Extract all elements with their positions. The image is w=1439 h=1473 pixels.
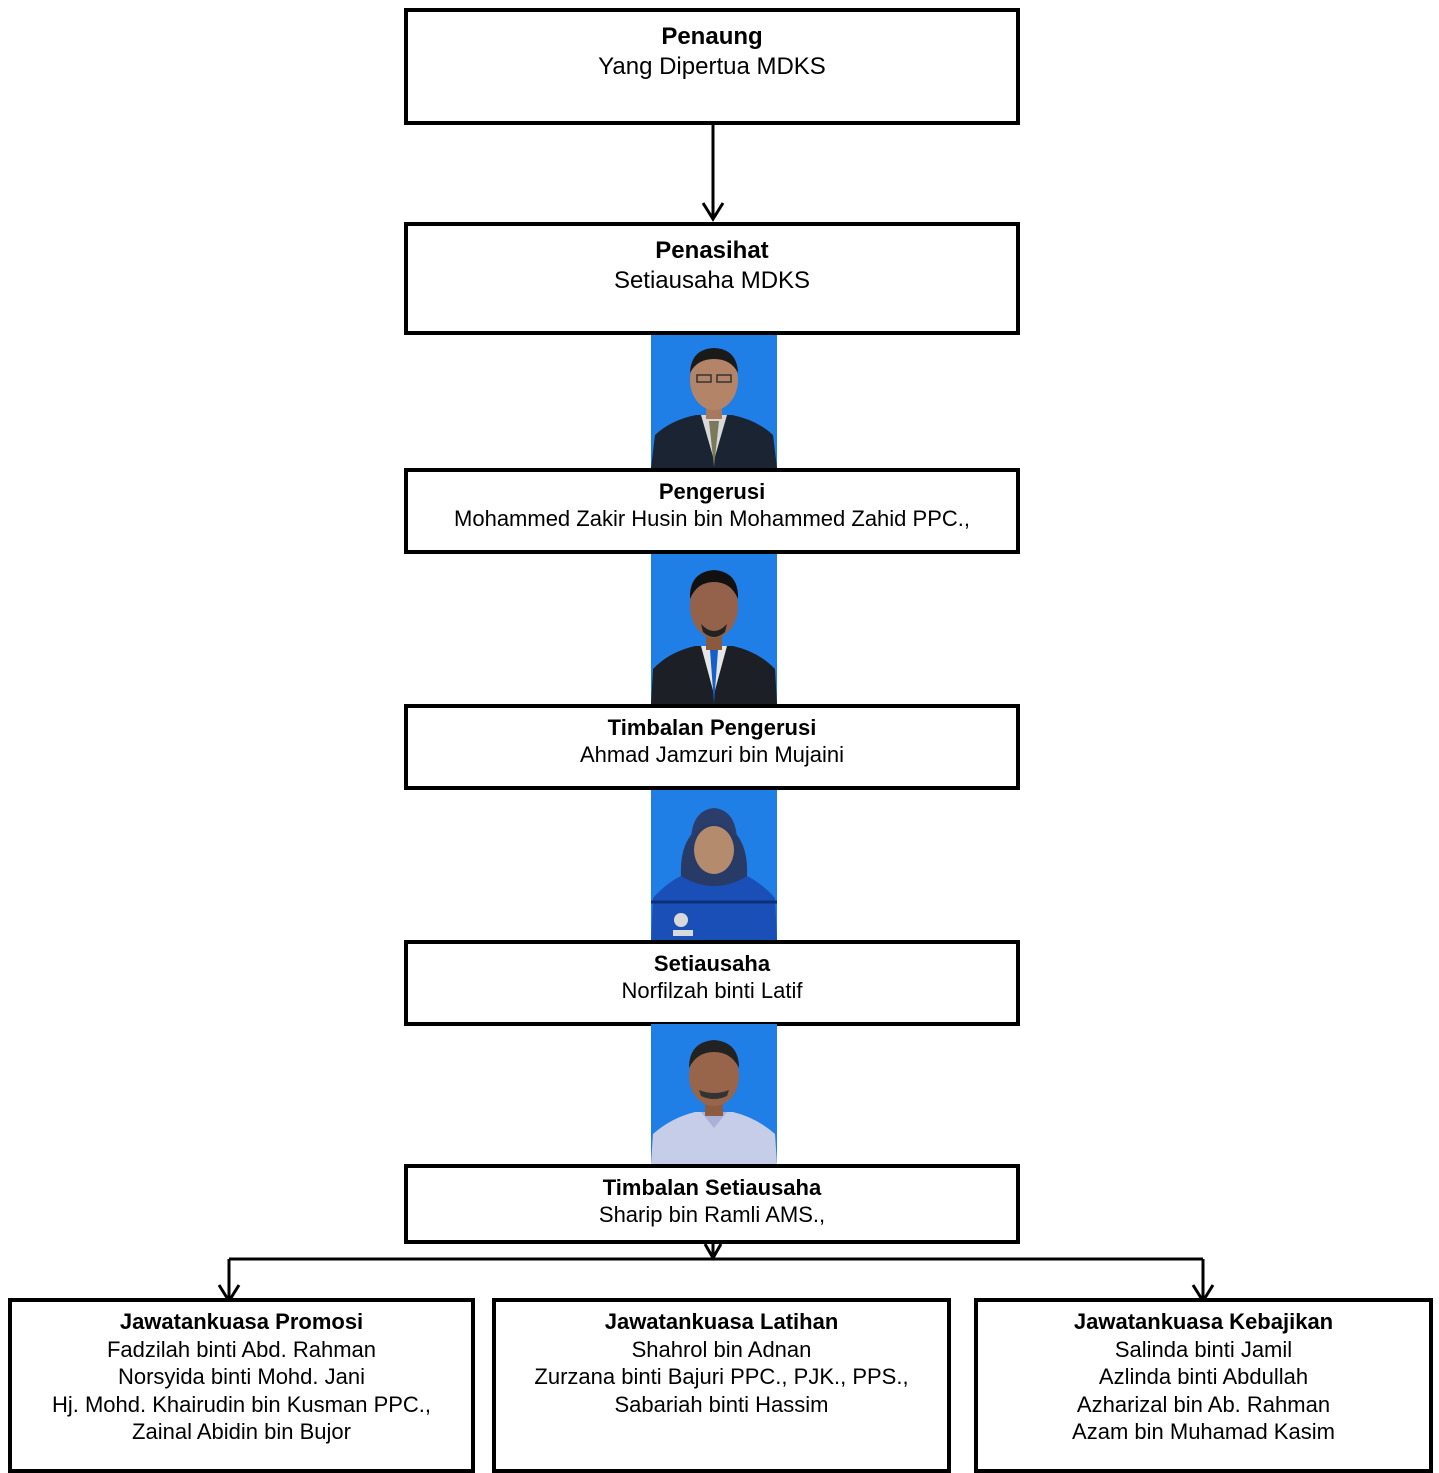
setiausaha-name: Norfilzah binti Latif bbox=[621, 978, 803, 1003]
committee-title: Jawatankuasa Kebajikan bbox=[1073, 1309, 1334, 1334]
penasihat-box: Penasihat Setiausaha MDKS bbox=[404, 222, 1020, 335]
penaung-name: Yang Dipertua MDKS bbox=[598, 53, 826, 80]
committee-latihan-box: Jawatankuasa Latihan Shahrol bin Adnan Z… bbox=[492, 1298, 951, 1473]
committee-member: Azlinda binti Abdullah bbox=[1098, 1364, 1309, 1389]
pengerusi-title: Pengerusi bbox=[658, 479, 766, 504]
photo-setiausaha bbox=[651, 790, 777, 941]
timbalan-pengerusi-name: Ahmad Jamzuri bin Mujaini bbox=[579, 742, 845, 767]
arrowhead-penasihat bbox=[701, 202, 725, 222]
committee-member: Norsyida binti Mohd. Jani bbox=[117, 1364, 365, 1389]
pengerusi-box: Pengerusi Mohammed Zakir Husin bin Moham… bbox=[404, 468, 1020, 554]
timbalan-setiausaha-title: Timbalan Setiausaha bbox=[602, 1175, 822, 1200]
committee-kebajikan-box: Jawatankuasa Kebajikan Salinda binti Jam… bbox=[974, 1298, 1433, 1473]
penasihat-title: Penasihat bbox=[655, 237, 769, 264]
photo-timbalan-setiausaha bbox=[651, 1024, 777, 1164]
penaung-box: Penaung Yang Dipertua MDKS bbox=[404, 8, 1020, 125]
committee-member: Zainal Abidin bin Bujor bbox=[132, 1419, 351, 1444]
photo-timbalan-pengerusi bbox=[651, 554, 777, 704]
committee-promosi-box: Jawatankuasa Promosi Fadzilah binti Abd.… bbox=[8, 1298, 475, 1473]
setiausaha-title: Setiausaha bbox=[653, 951, 771, 976]
timbalan-setiausaha-box: Timbalan Setiausaha Sharip bin Ramli AMS… bbox=[404, 1164, 1020, 1244]
committee-member: Hj. Mohd. Khairudin bin Kusman PPC., bbox=[51, 1391, 432, 1417]
committee-member: Azharizal bin Ab. Rahman bbox=[1076, 1391, 1331, 1417]
committee-member: Azam bin Muhamad Kasim bbox=[1072, 1419, 1335, 1444]
penasihat-name: Setiausaha MDKS bbox=[613, 267, 811, 294]
committee-title: Jawatankuasa Promosi bbox=[119, 1309, 364, 1334]
timbalan-pengerusi-title: Timbalan Pengerusi bbox=[607, 715, 817, 740]
timbalan-setiausaha-name: Sharip bin Ramli AMS., bbox=[598, 1202, 826, 1227]
timbalan-pengerusi-box: Timbalan Pengerusi Ahmad Jamzuri bin Muj… bbox=[404, 704, 1020, 790]
penaung-title: Penaung bbox=[661, 23, 763, 50]
pengerusi-name: Mohammed Zakir Husin bin Mohammed Zahid … bbox=[454, 506, 970, 531]
committee-member: Shahrol bin Adnan bbox=[631, 1336, 812, 1362]
committee-member: Zurzana binti Bajuri PPC., PJK., PPS., bbox=[534, 1364, 909, 1389]
committee-member: Sabariah binti Hassim bbox=[614, 1391, 829, 1417]
committee-member: Fadzilah binti Abd. Rahman bbox=[106, 1336, 377, 1362]
committee-member: Salinda binti Jamil bbox=[1114, 1336, 1293, 1362]
setiausaha-box: Setiausaha Norfilzah binti Latif bbox=[404, 940, 1020, 1026]
photo-pengerusi bbox=[651, 335, 777, 468]
committee-title: Jawatankuasa Latihan bbox=[604, 1309, 839, 1334]
